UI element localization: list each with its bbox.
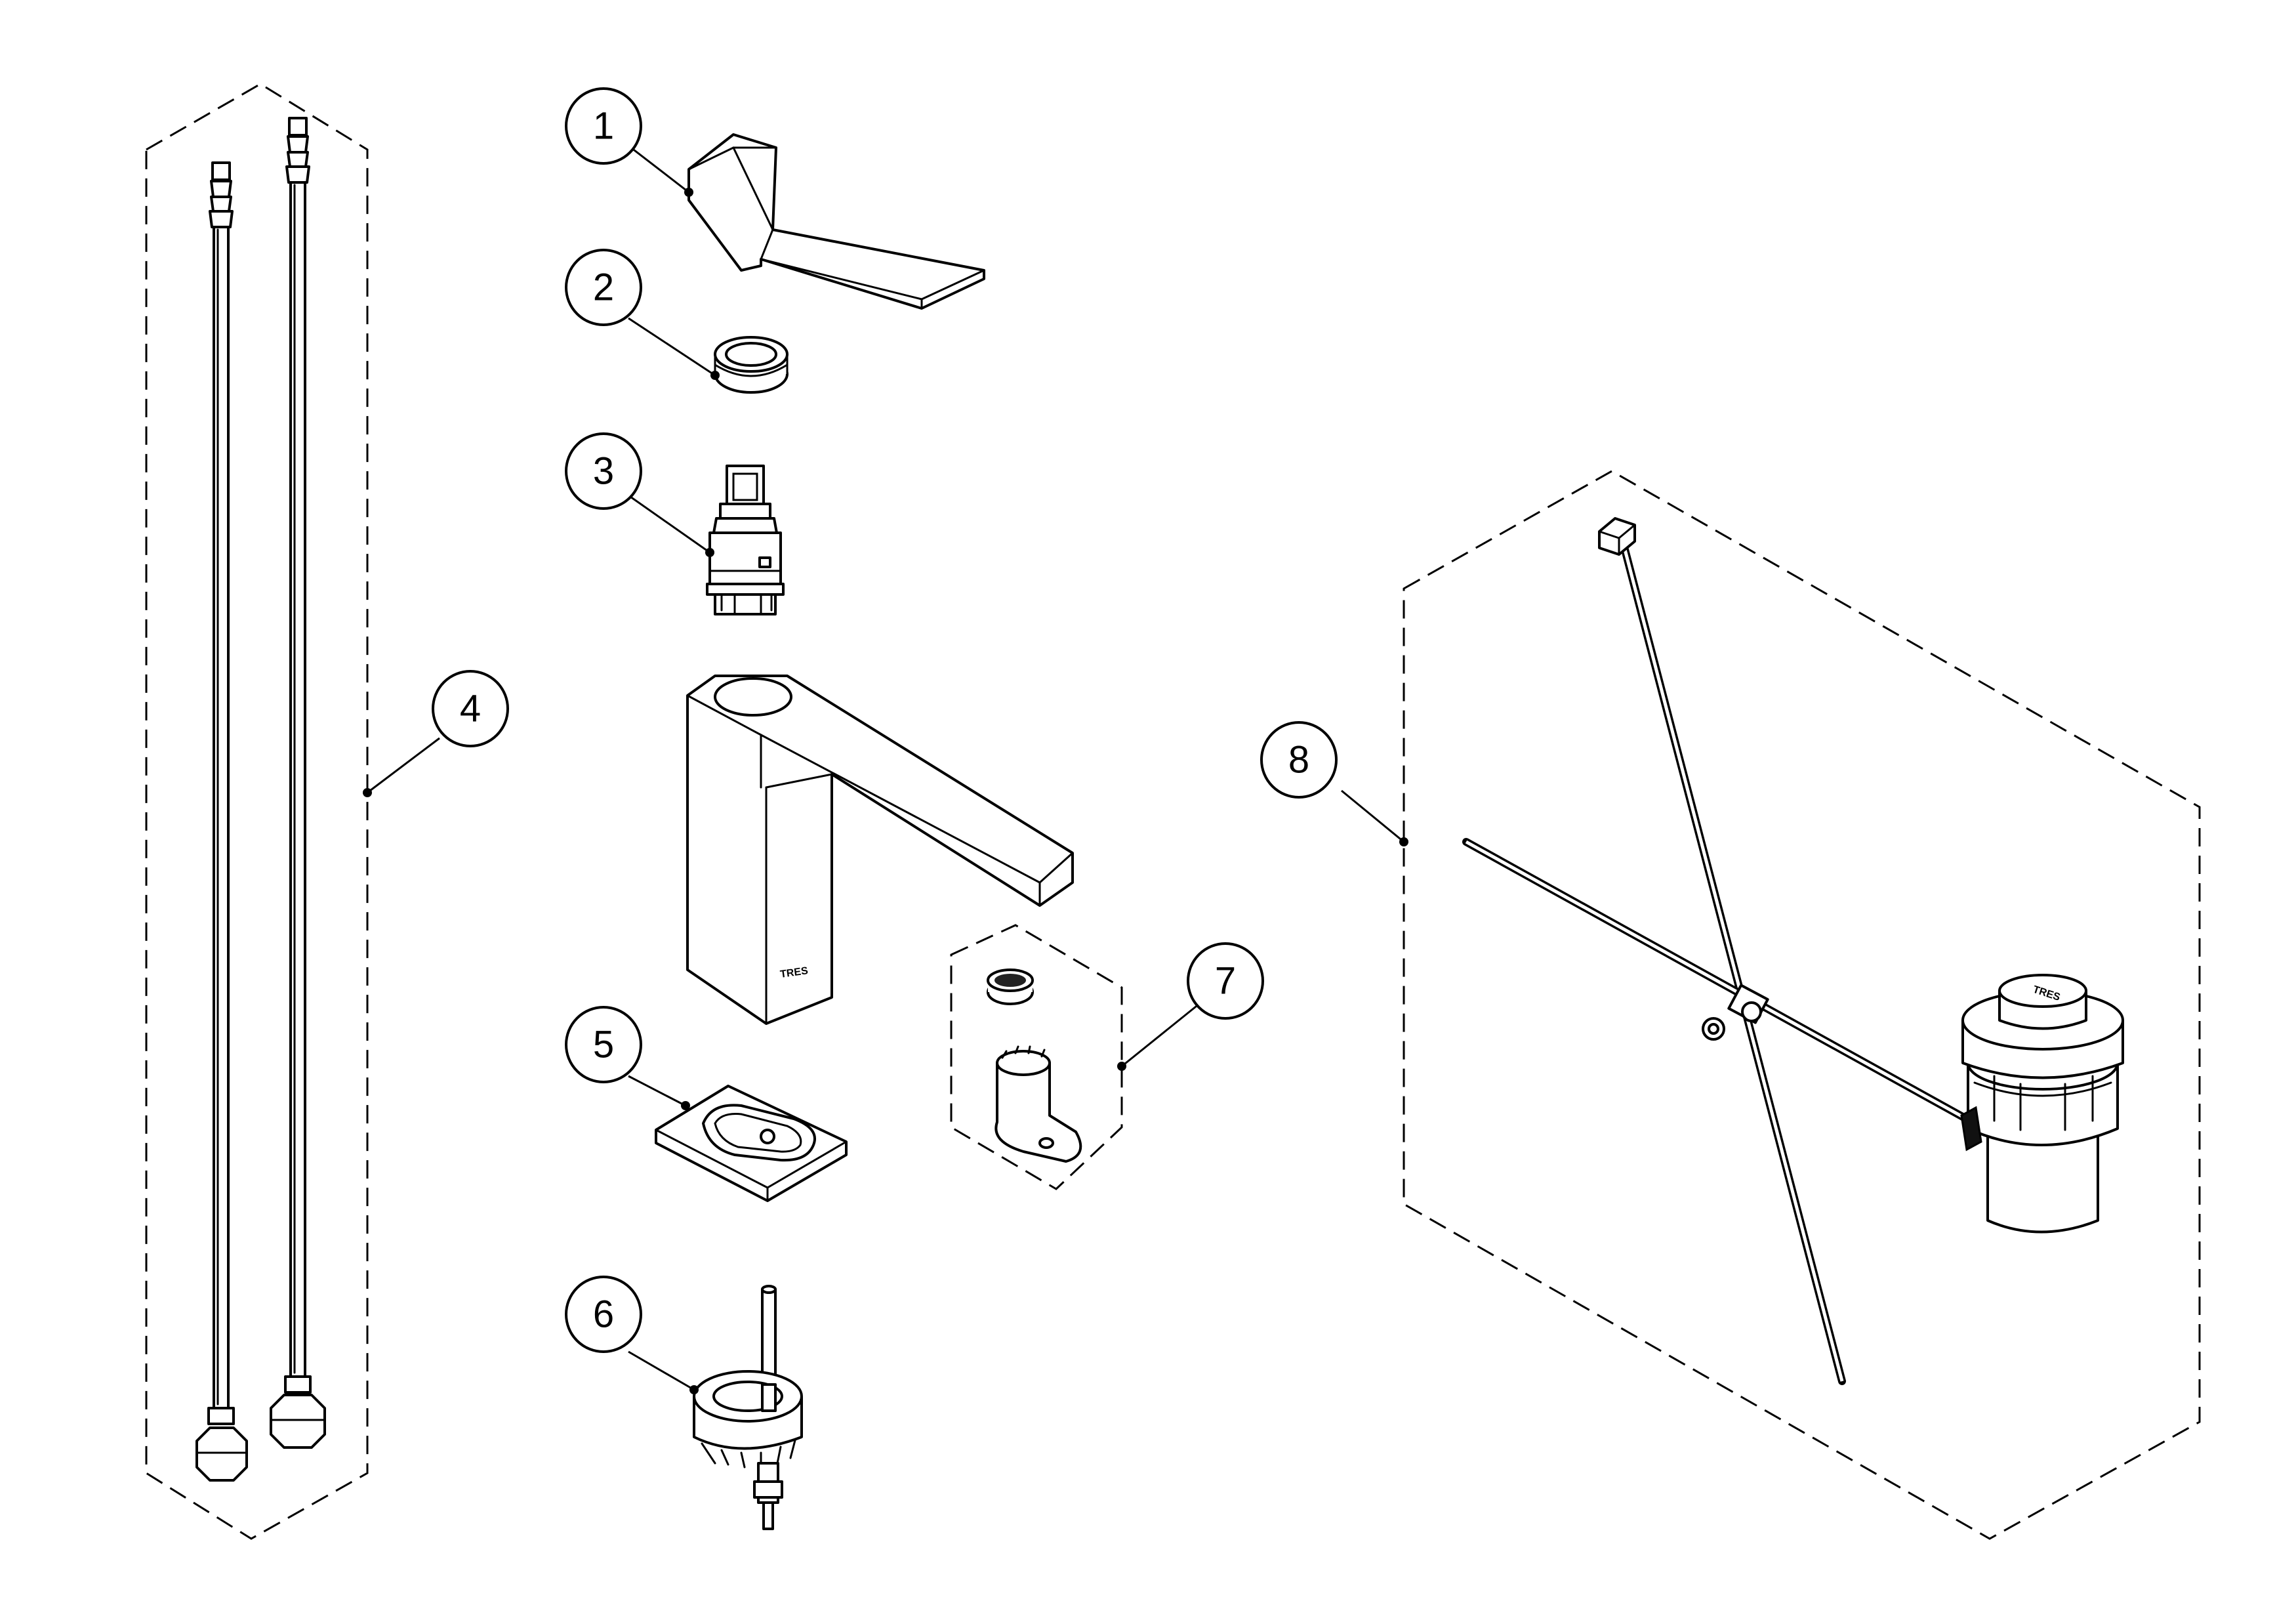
aerator-boundary bbox=[950, 924, 1123, 1190]
callout-5-label: 5 bbox=[593, 1024, 614, 1066]
callout-4-label: 4 bbox=[460, 688, 481, 730]
waste-body: TRES bbox=[1960, 974, 2124, 1234]
callout-4: 4 bbox=[432, 670, 509, 747]
lever-handle bbox=[687, 133, 985, 310]
hose-left bbox=[195, 161, 248, 1482]
aerator-group bbox=[950, 924, 1123, 1190]
callout-2: 2 bbox=[565, 249, 642, 326]
rod-clip bbox=[1702, 984, 1769, 1041]
callout-8-label: 8 bbox=[1288, 739, 1309, 781]
callout-7-label: 7 bbox=[1215, 960, 1236, 1003]
aerator-key bbox=[994, 1045, 1082, 1163]
retaining-nut bbox=[714, 336, 789, 394]
base-plate bbox=[655, 1085, 848, 1202]
callout-1-label: 1 bbox=[593, 105, 614, 148]
callout-3: 3 bbox=[565, 432, 642, 510]
spout-brand-mark: TRES bbox=[779, 965, 809, 980]
fixing-kit bbox=[693, 1285, 803, 1530]
aerator bbox=[987, 968, 1034, 1005]
popup-waste-boundary bbox=[1403, 470, 2201, 1540]
callout-7: 7 bbox=[1187, 942, 1264, 1020]
cartridge bbox=[706, 465, 785, 615]
callout-6: 6 bbox=[565, 1276, 642, 1353]
hose-kit-boundary bbox=[145, 83, 369, 1540]
callout-5: 5 bbox=[565, 1006, 642, 1083]
callout-1: 1 bbox=[565, 87, 642, 165]
leader-lines bbox=[363, 144, 1408, 1394]
pull-rod-knob bbox=[1598, 517, 1636, 556]
popup-waste-group: TRES bbox=[1403, 470, 2201, 1540]
callout-3-label: 3 bbox=[593, 450, 614, 493]
callout-2-label: 2 bbox=[593, 266, 614, 309]
spout-body: TRES bbox=[686, 675, 1074, 1025]
hose-right bbox=[270, 117, 326, 1449]
callout-8: 8 bbox=[1260, 721, 1338, 799]
hose-kit-group bbox=[145, 83, 369, 1540]
callout-6-label: 6 bbox=[593, 1293, 614, 1336]
